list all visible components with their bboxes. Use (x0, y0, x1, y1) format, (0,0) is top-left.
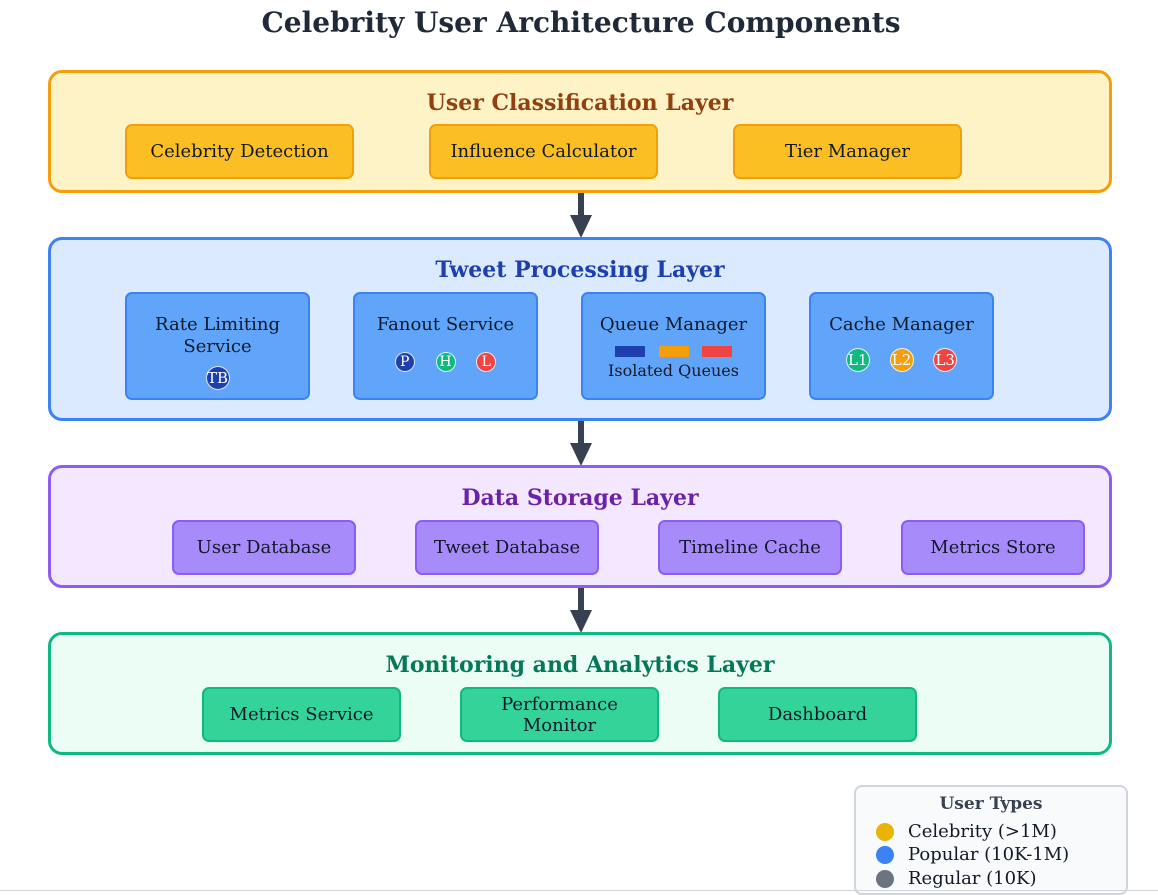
component-label: Dashboard (767, 704, 868, 725)
dashboard-component[interactable]: Dashboard (718, 687, 917, 742)
regular-dot-icon (876, 869, 894, 888)
cache-manager-component[interactable]: Cache Manager L1 L2 L3 (809, 292, 994, 400)
legend-item-celebrity: Celebrity (>1M) (876, 821, 1057, 842)
fanout-service-component[interactable]: Fanout Service P H L (353, 292, 538, 400)
component-label: Tier Manager (784, 141, 910, 162)
component-label: Metrics Store (930, 537, 1056, 558)
metrics-store-component[interactable]: Metrics Store (901, 520, 1085, 575)
cache-l2-badge: L2 (889, 348, 914, 372)
token-bucket-badge: TB (205, 366, 230, 390)
queue-manager-component[interactable]: Queue Manager Isolated Queues (581, 292, 766, 400)
component-label: Queue Manager (599, 314, 748, 335)
tweet-database-component[interactable]: Tweet Database (415, 520, 599, 575)
performance-monitor-component[interactable]: Performance Monitor (460, 687, 659, 742)
popular-dot-icon (876, 845, 894, 864)
queue-bars (583, 346, 764, 357)
component-label: Influence Calculator (450, 141, 637, 162)
low-badge: L (476, 352, 497, 372)
component-label: Performance Monitor (501, 693, 618, 736)
queue-bar-high (614, 346, 645, 357)
component-label: Timeline Cache (679, 537, 821, 558)
flow-arrow-icon (570, 193, 592, 238)
layer-title: Monitoring and Analytics Layer (385, 652, 775, 678)
timeline-cache-component[interactable]: Timeline Cache (658, 520, 842, 575)
celebrity-dot-icon (876, 822, 894, 841)
bottom-divider (0, 890, 1158, 891)
cache-l1-badge: L1 (845, 348, 870, 372)
tier-manager-component[interactable]: Tier Manager (733, 124, 962, 179)
component-label: User Database (196, 537, 332, 558)
queue-bar-medium (658, 346, 689, 357)
legend-item-regular: Regular (10K) (876, 868, 1037, 889)
component-label: Celebrity Detection (150, 141, 329, 162)
component-label: Cache Manager (829, 314, 974, 335)
queue-bar-low (702, 346, 733, 357)
layer-title: User Classification Layer (426, 90, 734, 116)
high-badge: H (435, 352, 456, 372)
component-label: Tweet Database (433, 537, 581, 558)
rate-limiting-service-component[interactable]: Rate Limiting Service TB (125, 292, 310, 400)
tweet-processing-layer: Tweet Processing Layer Rate Limiting Ser… (48, 237, 1112, 421)
component-label: Fanout Service (376, 314, 515, 335)
monitoring-analytics-layer: Monitoring and Analytics Layer Metrics S… (48, 632, 1112, 755)
user-types-legend: User Types Celebrity (>1M) Popular (10K-… (854, 785, 1128, 895)
component-label: Rate Limiting Service (155, 314, 280, 357)
flow-arrow-icon (570, 588, 592, 633)
layer-title: Data Storage Layer (461, 485, 699, 511)
queue-sublabel: Isolated Queues (608, 361, 739, 380)
legend-label: Celebrity (>1M) (908, 821, 1057, 842)
legend-label: Popular (10K-1M) (908, 844, 1070, 865)
diagram-title: Celebrity User Architecture Components (261, 6, 901, 39)
component-label: Metrics Service (229, 704, 374, 725)
user-database-component[interactable]: User Database (172, 520, 356, 575)
influence-calculator-component[interactable]: Influence Calculator (429, 124, 658, 179)
cache-l3-badge: L3 (933, 348, 958, 372)
layer-title: Tweet Processing Layer (435, 257, 725, 283)
celebrity-detection-component[interactable]: Celebrity Detection (125, 124, 354, 179)
legend-item-popular: Popular (10K-1M) (876, 844, 1069, 865)
user-classification-layer: User Classification Layer Celebrity Dete… (48, 70, 1112, 193)
data-storage-layer: Data Storage Layer User Database Tweet D… (48, 465, 1112, 588)
legend-title: User Types (939, 794, 1043, 814)
flow-arrow-icon (570, 421, 592, 466)
priority-badge: P (394, 352, 415, 372)
metrics-service-component[interactable]: Metrics Service (202, 687, 401, 742)
legend-label: Regular (10K) (908, 868, 1037, 889)
